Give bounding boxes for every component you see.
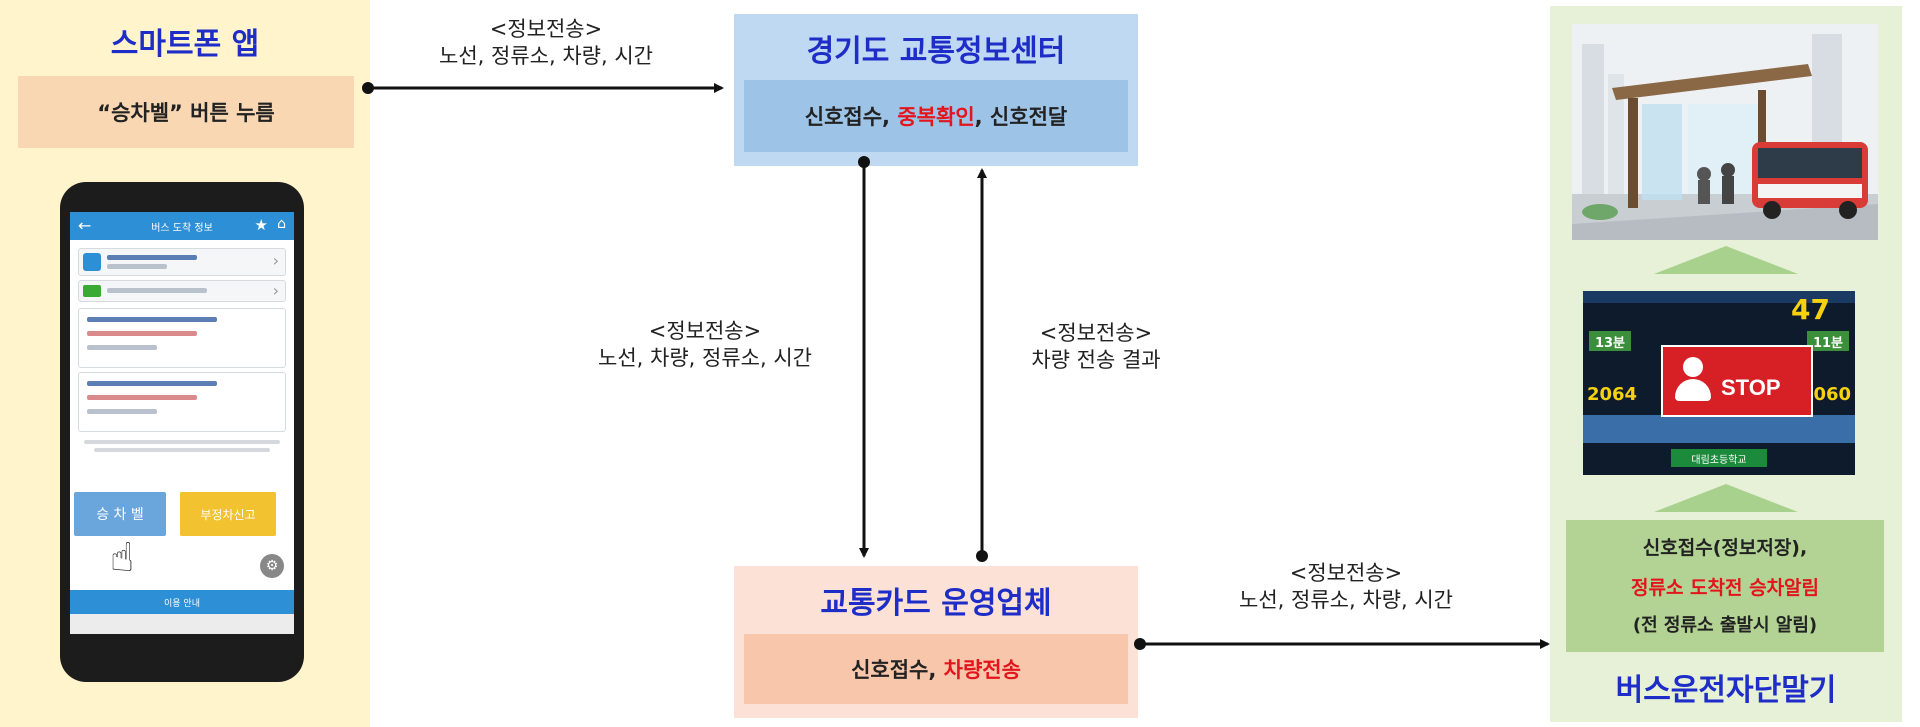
arrow-top-label-2: 노선, 정류소, 차량, 시간 (439, 44, 653, 68)
hand-pointer-icon: ☝ (109, 535, 135, 581)
lcd-right-number: 2060 (1800, 383, 1852, 405)
lcd-station-label: 대림초등학교 (1691, 454, 1747, 466)
arrow-up-label-2: 차량 전송 결과 (1031, 348, 1161, 372)
stop-alert-box: STOP (1661, 345, 1813, 417)
arrow-top-label: <정보전송> 노선, 정류소, 차량, 시간 (396, 16, 696, 70)
traffic-center-title: 경기도 교통정보센터 (806, 34, 1066, 69)
arrow-app-to-center (362, 82, 724, 94)
notice-text-placeholder (94, 448, 270, 452)
lcd-bus-number: 47 (1791, 293, 1830, 326)
bus-stop-scene (1572, 24, 1878, 240)
arrow-bottom-label: <정보전송> 노선, 정류소, 차량, 시간 (1196, 560, 1496, 614)
card-operator-title: 교통카드 운영업체 (820, 586, 1052, 621)
arrival-line (87, 395, 197, 400)
smartphone-step-box: “승차벨” 버튼 누름 (18, 76, 354, 148)
chevron-right-icon: › (272, 281, 279, 300)
lcd-left-tag: 13분 (1589, 331, 1631, 351)
arrival-line (87, 381, 217, 386)
arrival-line (87, 409, 157, 414)
card-operator-body: 신호접수, 차량전송 (851, 654, 1021, 684)
app-bottom-bar[interactable]: 이용 안내 (70, 590, 294, 614)
stop-badge-icon (83, 285, 101, 297)
person-icon (1673, 357, 1713, 403)
report-button[interactable]: 부정차신고 (180, 492, 276, 536)
star-icon[interactable]: ★ (254, 216, 268, 234)
arrival-line (87, 331, 197, 336)
arrow-up-label-1: <정보전송> (1039, 321, 1153, 345)
app-bottom-bar-label: 이용 안내 (164, 598, 200, 609)
bus-terminal-line1: 신호접수(정보저장), (1642, 536, 1808, 559)
arrow-bottom-label-1: <정보전송> (1289, 561, 1403, 585)
traffic-center-body-pre: 신호접수, (804, 105, 898, 129)
arrow-operator-to-terminal (1134, 638, 1550, 650)
bus-terminal-title: 버스운전자단말기 (1615, 673, 1837, 708)
report-button-label: 부정차신고 (200, 507, 256, 522)
home-icon[interactable]: ⌂ (277, 216, 286, 232)
stop-text-placeholder (107, 288, 207, 293)
route-card[interactable]: › (78, 248, 286, 276)
settings-circle-icon[interactable]: ⚙ (260, 554, 284, 578)
route-text-placeholder (107, 255, 197, 260)
app-header: ← 버스 도착 정보 ★ ⌂ (70, 212, 294, 240)
android-nav-bar (70, 614, 294, 634)
arrow-top-label-1: <정보전송> (489, 17, 603, 41)
notice-text-placeholder (84, 440, 280, 444)
card-operator-body-pre: 신호접수, (851, 658, 944, 682)
smartphone-screen: ← 버스 도착 정보 ★ ⌂ › › 승 차 벨 부정차신고 ☝ ⚙ 이용 안내 (70, 212, 294, 634)
traffic-center-body-post: , 신호전달 (974, 105, 1068, 129)
arrow-down-label-2: 노선, 차량, 정류소, 시간 (598, 346, 812, 370)
arrow-down-label: <정보전송> 노선, 차량, 정류소, 시간 (560, 318, 850, 372)
smartphone-title: 스마트폰 앱 (110, 27, 260, 62)
card-operator-body-red: 차량전송 (943, 658, 1021, 682)
arrow-bottom-label-2: 노선, 정류소, 차량, 시간 (1239, 588, 1453, 612)
arrow-up-label: <정보전송> 차량 전송 결과 (996, 320, 1196, 374)
driver-terminal-display: 47 13분 11분 2064 2060 STOP 대림초등학교 (1583, 291, 1855, 475)
back-arrow-icon[interactable]: ← (78, 216, 92, 235)
route-sub-placeholder (107, 264, 167, 269)
chevron-right-icon: › (272, 251, 279, 270)
bus-terminal-body-box (1566, 520, 1884, 652)
arrival-line (87, 345, 157, 350)
arrival-card-2 (78, 372, 286, 432)
lcd-left-number: 2064 (1586, 383, 1638, 405)
traffic-center-body-red: 중복확인 (897, 105, 975, 129)
bus-terminal-line2: 정류소 도착전 승차알림 (1630, 576, 1820, 599)
arrival-card-1 (78, 308, 286, 368)
arrival-line (87, 317, 217, 322)
lcd-bus-strip (1583, 415, 1855, 443)
lcd-station-bar: 대림초등학교 (1671, 449, 1767, 467)
traffic-center-body: 신호접수, 중복확인, 신호전달 (805, 101, 1067, 131)
card-operator-body-box: 신호접수, 차량전송 (744, 634, 1128, 704)
lcd-topbar (1583, 291, 1855, 303)
arrow-down-label-1: <정보전송> (648, 319, 762, 343)
up-triangle-icon (1654, 484, 1798, 512)
arrow-operator-to-center (976, 168, 988, 562)
stop-card[interactable]: › (78, 280, 286, 302)
traffic-center-body-box: 신호접수, 중복확인, 신호전달 (744, 80, 1128, 152)
smartphone-step-text: “승차벨” 버튼 누름 (97, 101, 275, 125)
arrow-center-to-operator (858, 156, 870, 558)
bus-stop-illustration (1572, 24, 1878, 240)
bell-button[interactable]: 승 차 벨 (74, 492, 166, 536)
stop-alert-label: STOP (1721, 375, 1781, 400)
bus-terminal-line3: (전 정류소 출발시 알림) (1632, 615, 1818, 636)
lcd-right-tag: 11분 (1807, 331, 1849, 351)
bell-button-label: 승 차 벨 (96, 507, 144, 523)
up-triangle-icon (1654, 246, 1798, 274)
app-header-title: 버스 도착 정보 (151, 222, 213, 234)
bus-route-icon (83, 253, 101, 271)
